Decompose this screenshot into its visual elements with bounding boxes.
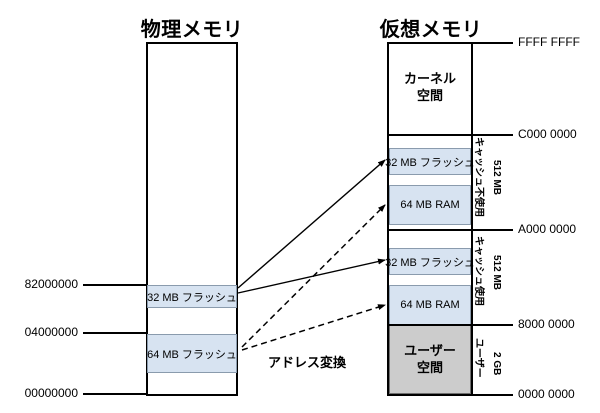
virtual-tick-80000000 <box>466 324 513 326</box>
virtual-memory-title: 仮想メモリ <box>379 19 483 41</box>
virtual-address-a0000000: A000 0000 <box>518 222 577 236</box>
physical-address-82000000: 82000000 <box>24 277 78 291</box>
virtual-block-32mb-flash-uncached: 32 MB フラッシュ <box>385 148 475 175</box>
virtual-block-64mb-ram-uncached-label: 64 MB RAM <box>400 199 460 211</box>
virtual-tick-ffffffff <box>466 42 513 44</box>
arrow-flash-to-uncached <box>237 159 386 289</box>
virtual-kernel-space-line1: カーネル <box>403 71 456 87</box>
virtual-separator-c0000000 <box>387 134 473 136</box>
physical-tick-04000000 <box>83 332 147 334</box>
virtual-user-space-line1: ユーザー <box>404 343 456 359</box>
physical-block-64mb-flash-label: 64 MB フラッシュ <box>147 348 237 361</box>
virtual-tick-00000000 <box>466 394 513 396</box>
arrow-flash-to-cached <box>237 258 386 294</box>
virtual-block-32mb-flash-cached-label: 32 MB フラッシュ <box>385 256 475 269</box>
physical-tick-82000000 <box>83 284 147 286</box>
physical-block-32mb-flash-label: 32 MB フラッシュ <box>147 291 237 304</box>
virtual-separator-80000000 <box>387 324 473 326</box>
virtual-user-space: ユーザー 空間 <box>389 325 471 394</box>
address-translation-caption: アドレス変換 <box>268 355 347 370</box>
virtual-address-00000000: 0000 0000 <box>518 387 575 401</box>
virtual-user-space-line2: 空間 <box>416 359 443 375</box>
virtual-address-ffffffff: FFFF FFFF <box>518 35 580 49</box>
virtual-kernel-space: カーネル 空間 <box>389 68 471 108</box>
arrow-ram-to-uncached <box>241 204 386 348</box>
virtual-block-64mb-ram-uncached: 64 MB RAM <box>389 185 471 225</box>
virtual-tick-a0000000 <box>466 229 513 231</box>
virtual-address-80000000: 8000 0000 <box>518 317 575 331</box>
virtual-block-64mb-ram-cached-label: 64 MB RAM <box>400 299 460 311</box>
virtual-block-32mb-flash-cached: 32 MB フラッシュ <box>385 248 475 275</box>
virtual-block-32mb-flash-uncached-label: 32 MB フラッシュ <box>385 156 475 169</box>
virtual-block-64mb-ram-cached: 64 MB RAM <box>389 285 471 325</box>
virtual-separator-a0000000 <box>387 229 473 231</box>
physical-block-32mb-flash: 32 MB フラッシュ <box>147 285 237 308</box>
physical-address-04000000: 04000000 <box>24 325 78 339</box>
virtual-kernel-space-line2: 空間 <box>416 88 443 103</box>
arrow-ram-to-cached <box>241 304 386 351</box>
physical-block-64mb-flash: 64 MB フラッシュ <box>147 334 237 373</box>
virtual-tick-c0000000 <box>466 134 513 136</box>
physical-address-00000000: 00000000 <box>24 386 78 400</box>
virtual-address-c0000000: C000 0000 <box>518 127 577 141</box>
physical-memory-title: 物理メモリ <box>140 19 244 41</box>
physical-tick-00000000 <box>83 393 147 395</box>
